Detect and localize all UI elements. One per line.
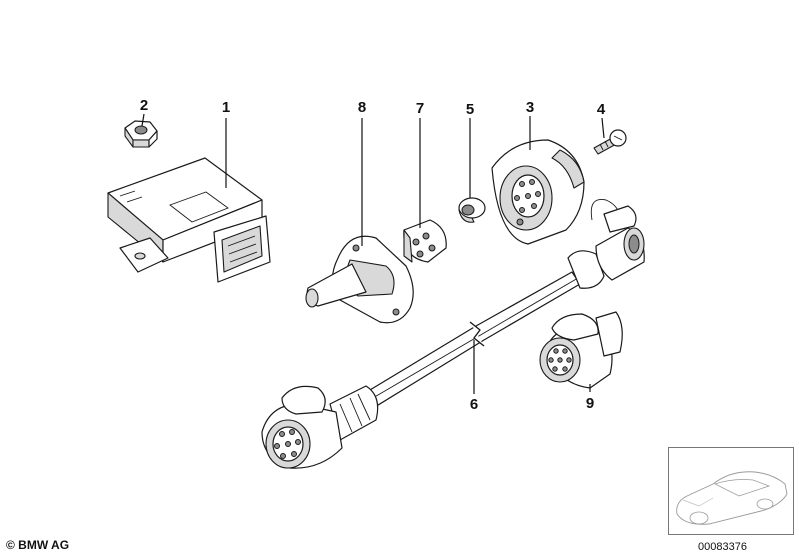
part-3-socket-cover[interactable]: [491, 139, 585, 245]
part-4-screw[interactable]: [593, 129, 627, 155]
document-number: 00083376: [698, 541, 747, 553]
part-8-socket-flange[interactable]: [305, 235, 414, 324]
callout-8[interactable]: 8: [358, 99, 366, 116]
vehicle-thumbnail: [668, 447, 794, 535]
callout-4[interactable]: 4: [597, 101, 606, 118]
callout-3[interactable]: 3: [526, 99, 534, 116]
callout-1[interactable]: 1: [222, 99, 230, 116]
callout-7[interactable]: 7: [416, 100, 424, 117]
part-1-control-module[interactable]: [107, 157, 271, 283]
callout-9[interactable]: 9: [586, 395, 594, 412]
callout-6[interactable]: 6: [470, 396, 478, 413]
callout-5[interactable]: 5: [466, 101, 474, 118]
copyright-notice: © BMW AG: [6, 538, 70, 552]
car-outline-icon: [676, 471, 788, 525]
leader-4: [601, 117, 605, 139]
leader-lines: [141, 113, 605, 394]
leader-2: [141, 113, 145, 127]
part-9-plug-adapter[interactable]: [539, 311, 623, 389]
callout-2[interactable]: 2: [140, 97, 148, 114]
part-2-hex-nut[interactable]: [124, 120, 158, 148]
part-7-contact-insert[interactable]: [403, 219, 447, 263]
part-6-adapter-cable[interactable]: [261, 198, 645, 469]
part-5-nut[interactable]: [458, 197, 486, 223]
callout-labels: 1 2 3 4 5 6 7 8 9: [140, 97, 606, 413]
